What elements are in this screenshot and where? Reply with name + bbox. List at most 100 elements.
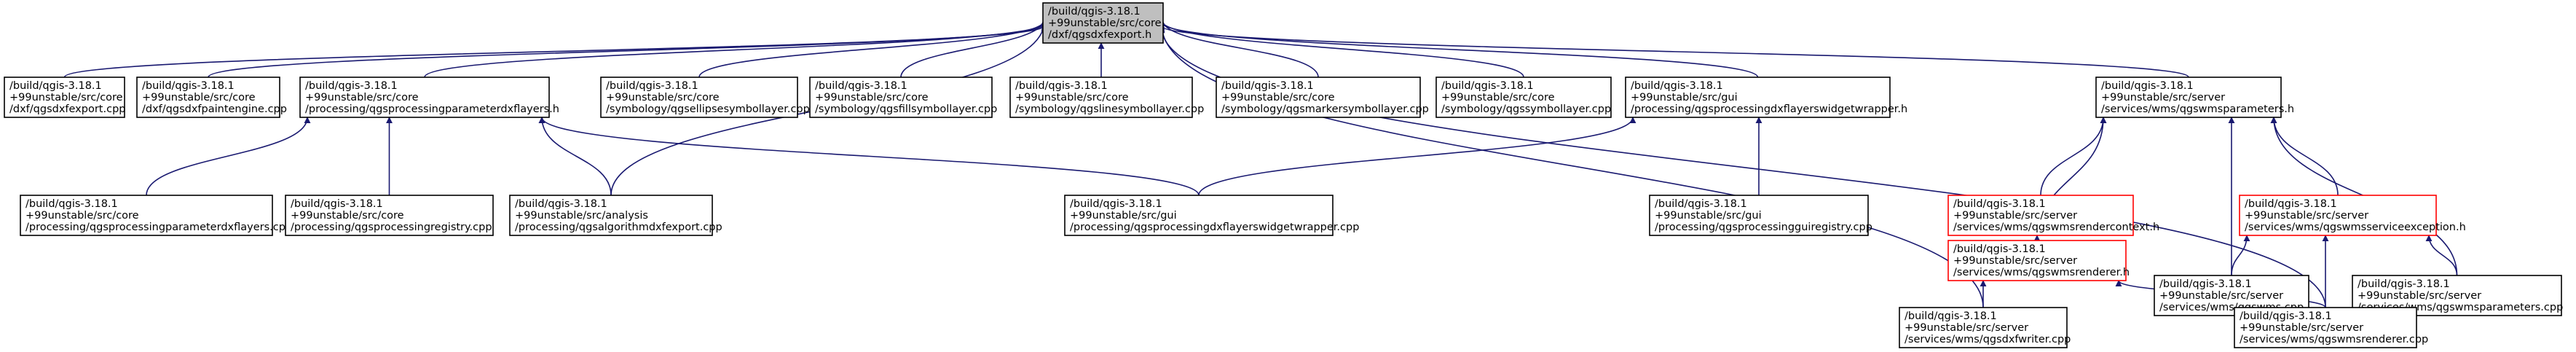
file-node-label-line: +99unstable/src/server bbox=[1953, 210, 2077, 222]
file-node-n1[interactable]: /build/qgis-3.18.1+99unstable/src/core/d… bbox=[4, 77, 125, 118]
file-node-box bbox=[1947, 195, 2134, 236]
file-node-label-line: /processing/qgsprocessingdxflayerswidget… bbox=[1631, 103, 1907, 115]
file-node-label-line: +99unstable/src/server bbox=[2358, 290, 2481, 302]
file-node-label-line: /build/qgis-3.18.1 bbox=[291, 198, 383, 210]
file-node-n3[interactable]: /build/qgis-3.18.1+99unstable/src/core/p… bbox=[299, 77, 559, 118]
file-node-label-line: +99unstable/src/gui bbox=[1070, 210, 1177, 222]
dependency-edge bbox=[1158, 23, 1984, 308]
file-node-label-line: +99unstable/src/core bbox=[1015, 92, 1129, 103]
file-node-label-line: /build/qgis-3.18.1 bbox=[1905, 310, 1997, 322]
file-node-label-line: /processing/qgsprocessingregistry.cpp bbox=[291, 222, 492, 233]
file-node-label-line: /dxf/qgsdxfexport.cpp bbox=[9, 103, 125, 115]
file-node-box bbox=[4, 77, 125, 118]
file-node-box bbox=[136, 77, 280, 118]
file-node-box bbox=[2239, 195, 2437, 236]
file-node-label-line: /build/qgis-3.18.1 bbox=[1655, 198, 1747, 210]
file-node-label-line: /dxf/qgsdxfexport.h bbox=[1048, 29, 1151, 41]
file-node-label-line: /symbology/qgsmarkersymbollayer.cpp bbox=[1221, 103, 1429, 115]
file-node-label-line: +99unstable/src/server bbox=[1953, 255, 2077, 267]
file-node-box bbox=[2234, 307, 2417, 348]
file-node-label-line: +99unstable/src/core bbox=[9, 92, 123, 103]
file-node-n14[interactable]: /build/qgis-3.18.1+99unstable/src/gui/pr… bbox=[1064, 195, 1359, 236]
dependency-edge bbox=[2231, 235, 2250, 276]
file-node-label-line: +99unstable/src/server bbox=[2101, 92, 2225, 103]
file-node-label-line: +99unstable/src/gui bbox=[1655, 210, 1762, 222]
file-node-label-line: /build/qgis-3.18.1 bbox=[2245, 198, 2337, 210]
file-node-label-line: /build/qgis-3.18.1 bbox=[9, 80, 102, 92]
file-node-label-line: +99unstable/src/core bbox=[1048, 17, 1162, 29]
file-node-label-line: /build/qgis-3.18.1 bbox=[1221, 80, 1314, 92]
file-node-label-line: +99unstable/src/server bbox=[2159, 290, 2283, 302]
file-node-box bbox=[2095, 77, 2282, 118]
file-node-label-line: /build/qgis-3.18.1 bbox=[142, 80, 235, 92]
file-node-n8[interactable]: /build/qgis-3.18.1+99unstable/src/core/s… bbox=[1435, 77, 1612, 118]
file-node-box bbox=[1899, 307, 2068, 348]
dependency-edge bbox=[1158, 20, 1524, 78]
file-node-label-line: /build/qgis-3.18.1 bbox=[1441, 80, 1534, 92]
file-node-n7[interactable]: /build/qgis-3.18.1+99unstable/src/core/s… bbox=[1216, 77, 1429, 118]
file-node-label-line: /processing/qgsprocessingparameterdxflay… bbox=[25, 222, 292, 233]
file-node-label-line: /services/wms/qgsdxfwriter.cpp bbox=[1905, 334, 2071, 345]
dependency-edge bbox=[1198, 117, 1636, 196]
file-node-label-line: +99unstable/src/analysis bbox=[515, 210, 648, 222]
file-node-n15[interactable]: /build/qgis-3.18.1+99unstable/src/gui/pr… bbox=[1649, 195, 1872, 236]
file-node-n11[interactable]: /build/qgis-3.18.1+99unstable/src/core/p… bbox=[20, 195, 292, 236]
file-node-label-line: +99unstable/src/server bbox=[2245, 210, 2368, 222]
file-node-n12[interactable]: /build/qgis-3.18.1+99unstable/src/core/p… bbox=[285, 195, 494, 236]
dependency-edge bbox=[1158, 25, 2189, 78]
file-node-label-line: /processing/qgsprocessingdxflayerswidget… bbox=[1070, 222, 1359, 233]
dependency-edge bbox=[2425, 235, 2458, 276]
file-node-box bbox=[299, 77, 550, 118]
dependency-edge bbox=[146, 117, 311, 196]
file-node-label-line: +99unstable/src/core bbox=[1441, 92, 1555, 103]
file-node-label-line: +99unstable/src/core bbox=[606, 92, 720, 103]
file-node-box bbox=[809, 77, 993, 118]
file-node-label-line: /processing/qgsprocessingparameterdxflay… bbox=[305, 103, 559, 115]
file-node-box bbox=[20, 195, 273, 236]
file-node-n9[interactable]: /build/qgis-3.18.1+99unstable/src/gui/pr… bbox=[1625, 77, 1907, 118]
file-node-label-line: /build/qgis-3.18.1 bbox=[2101, 80, 2194, 92]
dependency-edge bbox=[208, 23, 1048, 78]
file-node-label-line: /services/wms/qgswmsserviceexception.h bbox=[2245, 222, 2466, 233]
file-node-n17[interactable]: /build/qgis-3.18.1+99unstable/src/server… bbox=[2239, 195, 2466, 236]
file-node-label-line: /processing/qgsprocessingguiregistry.cpp bbox=[1655, 222, 1872, 233]
file-node-label-line: /build/qgis-3.18.1 bbox=[305, 80, 398, 92]
file-node-label-line: +99unstable/src/core bbox=[1221, 92, 1335, 103]
file-node-n21[interactable]: /build/qgis-3.18.1+99unstable/src/server… bbox=[1899, 307, 2071, 348]
dependency-edge bbox=[1158, 17, 1319, 78]
dependency-edge bbox=[538, 117, 1200, 196]
file-node-box bbox=[1216, 77, 1421, 118]
file-node-label-line: /build/qgis-3.18.1 bbox=[25, 198, 118, 210]
file-node-box bbox=[509, 195, 713, 236]
file-node-n18[interactable]: /build/qgis-3.18.1+99unstable/src/server… bbox=[1947, 240, 2130, 281]
file-node-root[interactable]: /build/qgis-3.18.1+99unstable/src/core/d… bbox=[1042, 2, 1164, 44]
file-node-label-line: +99unstable/src/gui bbox=[1631, 92, 1738, 103]
file-node-label-line: +99unstable/src/server bbox=[2240, 322, 2363, 334]
file-node-label-line: /symbology/qgsfillsymbollayer.cpp bbox=[815, 103, 997, 115]
file-node-box bbox=[1649, 195, 1869, 236]
file-node-label-line: /dxf/qgsdxfpaintengine.cpp bbox=[142, 103, 287, 115]
file-node-n6[interactable]: /build/qgis-3.18.1+99unstable/src/core/s… bbox=[1009, 77, 1204, 118]
file-node-n4[interactable]: /build/qgis-3.18.1+99unstable/src/core/s… bbox=[600, 77, 810, 118]
file-node-n10[interactable]: /build/qgis-3.18.1+99unstable/src/server… bbox=[2095, 77, 2294, 118]
file-node-n22[interactable]: /build/qgis-3.18.1+99unstable/src/server… bbox=[2234, 307, 2428, 348]
file-node-label-line: /build/qgis-3.18.1 bbox=[606, 80, 698, 92]
file-node-box bbox=[1009, 77, 1193, 118]
file-node-label-line: /build/qgis-3.18.1 bbox=[1048, 6, 1141, 17]
file-node-box bbox=[1947, 240, 2127, 281]
file-node-n2[interactable]: /build/qgis-3.18.1+99unstable/src/core/d… bbox=[136, 77, 287, 118]
file-node-label-line: /services/wms/qgswmsrenderer.cpp bbox=[2240, 334, 2428, 345]
file-node-label-line: +99unstable/src/core bbox=[25, 210, 139, 222]
file-node-n16[interactable]: /build/qgis-3.18.1+99unstable/src/server… bbox=[1947, 195, 2159, 236]
file-node-box bbox=[1625, 77, 1891, 118]
dependency-edge bbox=[900, 17, 1048, 78]
file-node-n13[interactable]: /build/qgis-3.18.1+99unstable/src/analys… bbox=[509, 195, 722, 236]
file-node-n5[interactable]: /build/qgis-3.18.1+99unstable/src/core/s… bbox=[809, 77, 997, 118]
file-node-label-line: /services/wms/qgswmsrendercontext.h bbox=[1953, 222, 2159, 233]
file-node-box bbox=[1064, 195, 1334, 236]
dependency-edge bbox=[698, 20, 1048, 78]
file-node-label-line: /symbology/qgsellipsesymbollayer.cpp bbox=[606, 103, 810, 115]
file-node-label-line: /build/qgis-3.18.1 bbox=[2159, 278, 2252, 290]
dependency-edge bbox=[538, 117, 612, 196]
